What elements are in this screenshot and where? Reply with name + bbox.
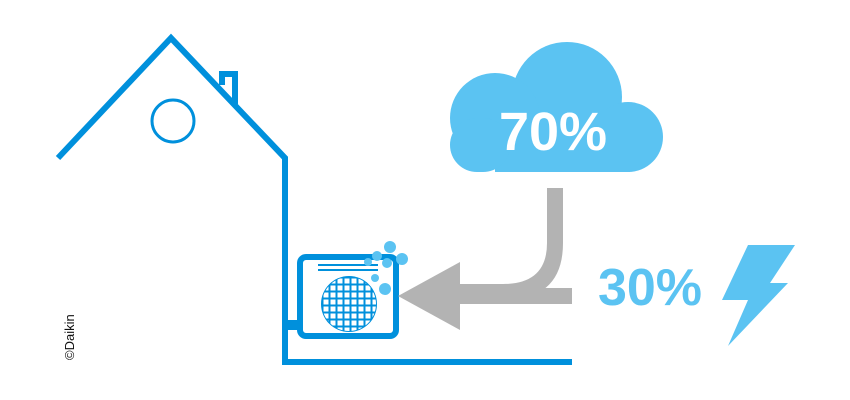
fan-grid-cell: [351, 313, 357, 319]
fan-grid-cell: [330, 313, 336, 319]
fan-grid-cell: [351, 292, 357, 298]
fan-grid-cell: [330, 306, 336, 312]
fan-grid-cell: [358, 299, 364, 305]
fan-grid-cell: [337, 278, 343, 284]
fan-grid-cell: [365, 306, 371, 312]
fan-grid-cell: [358, 285, 364, 291]
fan-grid-cell: [337, 313, 343, 319]
fan-grid-cell: [323, 313, 329, 319]
chimney: [219, 71, 238, 104]
fan-grid-cell: [358, 306, 364, 312]
window-circle: [150, 98, 196, 144]
fan-grid-cell: [358, 320, 364, 326]
house-outline: [55, 33, 572, 365]
fan-grid-cell: [365, 313, 371, 319]
cloud-percent: 70%: [499, 102, 607, 162]
fan-grid-cell: [365, 299, 371, 305]
fan-grid-cell: [323, 306, 329, 312]
copyright-text: ©Daikin: [62, 314, 77, 360]
fan-grid-cell: [372, 299, 376, 305]
fan-grid-cell: [358, 313, 364, 319]
fan-grid-cell: [351, 299, 357, 305]
fan-grid-cell: [365, 320, 371, 326]
fan-grid-cell: [337, 292, 343, 298]
fan-grid-cell: [337, 327, 343, 331]
fan-grid-cell: [344, 313, 350, 319]
fan-grid-cell: [344, 299, 350, 305]
fan-grid-cell: [337, 320, 343, 326]
fan-grid-cell: [351, 327, 357, 331]
fan-grid-cell: [330, 285, 336, 291]
fan-grid-cell: [358, 278, 364, 284]
fan-grid-cell: [365, 292, 371, 298]
fan-grid-cell: [344, 278, 350, 284]
gray-arrow: [398, 188, 572, 330]
fan-grid-cell: [351, 285, 357, 291]
fan-grid-cell: [344, 320, 350, 326]
fan-grid-cell: [372, 292, 376, 298]
fan-grid-cell: [372, 306, 376, 312]
fan-grid-cell: [344, 327, 350, 331]
fan-grid-cell: [323, 299, 329, 305]
fan-grid-cell: [351, 320, 357, 326]
outdoor-unit: [297, 241, 408, 339]
fan-grid-cell: [358, 292, 364, 298]
fan-grid-cell: [330, 292, 336, 298]
fan-grid-cell: [344, 306, 350, 312]
fan-grid-cell: [365, 285, 371, 291]
fan-grid-cell: [351, 306, 357, 312]
fan-grid-cell: [330, 320, 336, 326]
fan-grid-cell: [337, 285, 343, 291]
fan-grid-cell: [323, 292, 329, 298]
lightning-bolt-icon: [722, 245, 795, 346]
electric-percent: 30%: [598, 259, 702, 317]
fan-grid-cell: [344, 292, 350, 298]
fan-grid-cell: [344, 285, 350, 291]
fan-grid-cell: [351, 278, 357, 284]
fan-grid-cell: [337, 299, 343, 305]
fan-grid-cell: [337, 306, 343, 312]
air-bubbles: [364, 241, 408, 295]
cloud: [450, 42, 663, 172]
fan-grid-cell: [330, 299, 336, 305]
